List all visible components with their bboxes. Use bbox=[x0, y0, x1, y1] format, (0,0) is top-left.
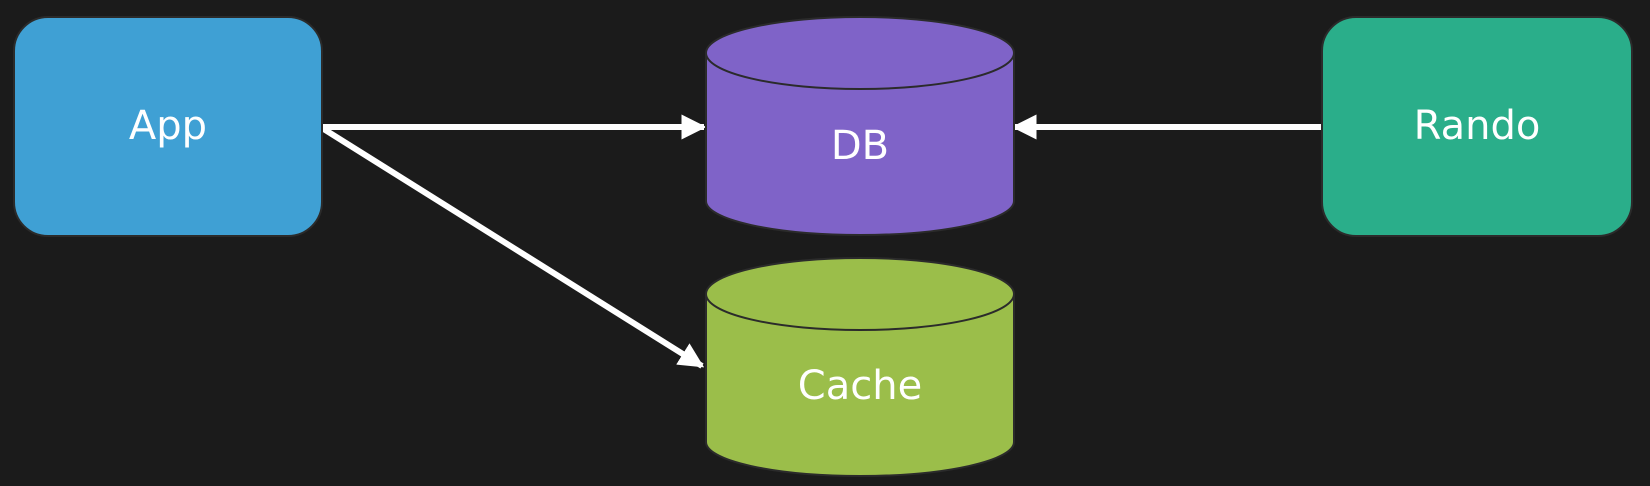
node-db-label: DB bbox=[831, 123, 889, 169]
node-app-label: App bbox=[129, 103, 207, 149]
node-rando-label: Rando bbox=[1414, 103, 1541, 149]
node-cache-label: Cache bbox=[798, 363, 922, 409]
node-cache-top bbox=[705, 257, 1015, 331]
node-cache-body bbox=[705, 293, 1015, 477]
node-db-body bbox=[705, 52, 1015, 236]
node-rando[interactable]: Rando bbox=[1321, 16, 1633, 237]
edge-app-to-cache bbox=[320, 125, 705, 369]
node-cache[interactable]: Cache bbox=[705, 257, 1015, 477]
node-db-top bbox=[705, 16, 1015, 90]
node-db[interactable]: DB bbox=[705, 16, 1015, 236]
node-app-box bbox=[13, 16, 323, 237]
edges bbox=[320, 114, 1322, 369]
node-app[interactable]: App bbox=[13, 16, 323, 237]
node-rando-box bbox=[1321, 16, 1633, 237]
